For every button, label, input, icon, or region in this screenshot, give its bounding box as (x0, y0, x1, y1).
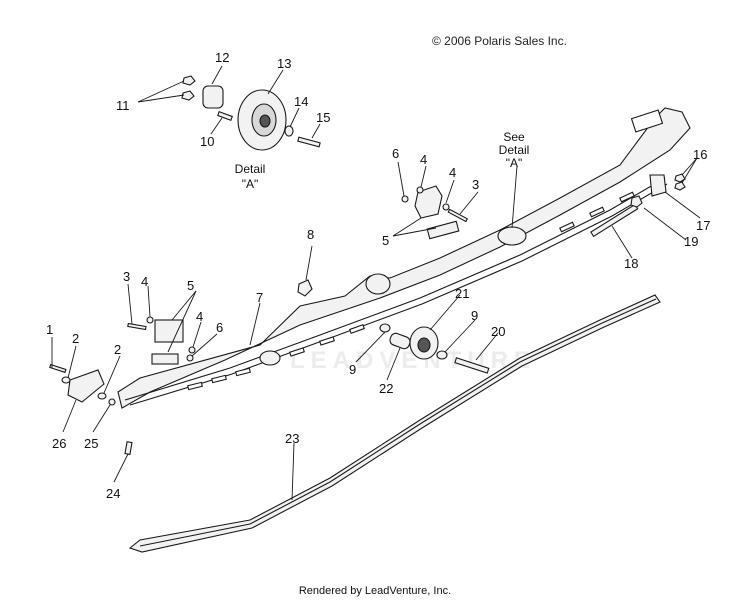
callout-18: 18 (624, 256, 638, 271)
see-detail-label-line3: "A" (506, 156, 523, 170)
spacer-22 (389, 332, 411, 350)
block-5-upper (414, 185, 443, 219)
callout-6-lower: 6 (216, 320, 223, 335)
callout-2-b: 2 (114, 342, 121, 357)
callout-23: 23 (285, 431, 299, 446)
bolt-15 (297, 136, 321, 148)
washer-4-c (146, 316, 154, 324)
callout-25: 25 (84, 436, 98, 451)
bolt-20 (454, 357, 490, 374)
washer-2-a (61, 376, 71, 384)
rail-slot-detail (630, 109, 664, 133)
callout-12: 12 (215, 50, 229, 65)
callout-3-lower: 3 (123, 269, 130, 284)
callout-10: 10 (200, 134, 214, 149)
washer-4-d (188, 346, 196, 354)
callout-4-b: 4 (196, 309, 203, 324)
callout-6-upper: 6 (392, 146, 399, 161)
nut-25 (108, 398, 116, 406)
washer-2-b (97, 392, 107, 400)
callout-5-lower: 5 (187, 278, 194, 293)
bracket-17 (649, 174, 667, 197)
callout-3-upper: 3 (472, 177, 479, 192)
washer-9-a (379, 323, 391, 333)
callout-24: 24 (106, 486, 120, 501)
bolt-10 (217, 111, 233, 121)
washer-4-a (416, 186, 424, 194)
callout-1: 1 (46, 322, 53, 337)
wear-strip-23 (128, 294, 661, 553)
nut-19 (630, 195, 643, 208)
callout-13: 13 (277, 56, 291, 71)
screw-24 (124, 441, 133, 456)
callout-4-d: 4 (449, 165, 456, 180)
callout-17: 17 (696, 218, 710, 233)
callout-4-a: 4 (141, 274, 148, 289)
callout-8: 8 (307, 227, 314, 242)
see-detail-label-line1: See (503, 130, 525, 144)
nut-11-a (182, 75, 196, 86)
washer-6-upper (401, 195, 409, 203)
watermark: LEADVENTURE (290, 347, 537, 374)
callout-5-upper: 5 (382, 233, 389, 248)
washer-14 (284, 125, 294, 137)
nut-8 (297, 279, 313, 297)
washer-9-b (436, 350, 448, 360)
nut-11-b (181, 90, 195, 101)
block-5-lower-slide (151, 353, 179, 365)
callout-20: 20 (491, 324, 505, 339)
block-5-upper-slide (426, 220, 460, 240)
washer-6-lower (186, 354, 194, 362)
bracket-12 (202, 85, 224, 109)
rail-7 (117, 107, 691, 409)
callout-7: 7 (256, 290, 263, 305)
callout-21: 21 (455, 286, 469, 301)
block-5-lower (154, 319, 184, 343)
callout-15: 15 (316, 110, 330, 125)
callout-9-a: 9 (349, 362, 356, 377)
callout-19: 19 (684, 234, 698, 249)
nut-16-b (674, 181, 686, 191)
detail-a-label-line2: "A" (242, 177, 259, 191)
footer-text: Rendered by LeadVenture, Inc. (298, 585, 452, 597)
bolt-3-upper (447, 208, 469, 223)
washer-4-b (442, 203, 450, 211)
copyright-text: © 2006 Polaris Sales Inc. (432, 34, 567, 48)
nut-16-a (674, 173, 686, 183)
see-detail-label-line2: Detail (499, 143, 530, 157)
callout-2-a: 2 (72, 331, 79, 346)
callout-16: 16 (693, 147, 707, 162)
bolt-1 (49, 363, 67, 374)
detail-a-label-line1: Detail (235, 162, 266, 176)
callout-14: 14 (294, 94, 308, 109)
callout-4-c: 4 (420, 152, 427, 167)
callout-22: 22 (379, 381, 393, 396)
callout-11: 11 (116, 98, 130, 113)
rail-wheel-rear (497, 226, 527, 246)
bolt-3-lower (127, 322, 147, 331)
callout-9-b: 9 (471, 308, 478, 323)
cap-26 (67, 369, 105, 403)
callout-26: 26 (52, 436, 66, 451)
